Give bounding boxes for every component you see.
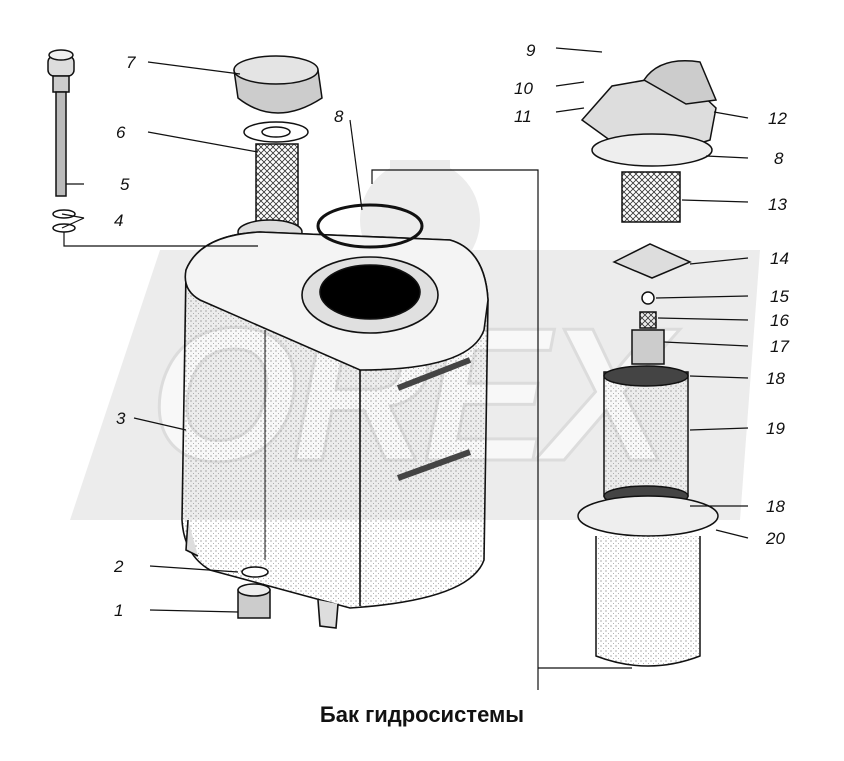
- gasket-ring: [316, 203, 424, 249]
- callout-11: 11: [514, 107, 532, 126]
- callout-8-right: 8: [774, 149, 784, 168]
- dipstick: [47, 49, 76, 233]
- callout-1: 1: [114, 601, 123, 620]
- callout-16: 16: [770, 311, 789, 330]
- callout-15: 15: [770, 287, 789, 306]
- filter-assembly: [577, 60, 719, 667]
- callout-14: 14: [770, 249, 789, 268]
- callout-labels: 1 2 3 4 5 6 7 8 8 9 10 11 12 13 14 15 16…: [113, 41, 789, 620]
- tank-body: [181, 231, 489, 629]
- callout-18-top: 18: [766, 369, 785, 388]
- callout-8-left: 8: [334, 107, 344, 126]
- callout-20: 20: [765, 529, 785, 548]
- filler-cap: [233, 55, 323, 143]
- callout-12: 12: [768, 109, 787, 128]
- drain-plug: [237, 566, 271, 619]
- callout-17: 17: [770, 337, 789, 356]
- callout-5: 5: [120, 175, 130, 194]
- callout-7: 7: [126, 53, 136, 72]
- callout-3: 3: [116, 409, 126, 428]
- callout-9: 9: [526, 41, 536, 60]
- callout-2: 2: [113, 557, 124, 576]
- callout-13: 13: [768, 195, 787, 214]
- callout-18-bottom: 18: [766, 497, 785, 516]
- callout-19: 19: [766, 419, 785, 438]
- leader-lines: [61, 47, 749, 690]
- callout-6: 6: [116, 123, 126, 142]
- callout-4: 4: [114, 211, 123, 230]
- callout-10: 10: [514, 79, 533, 98]
- page-title: Бак гидросистемы: [319, 702, 525, 727]
